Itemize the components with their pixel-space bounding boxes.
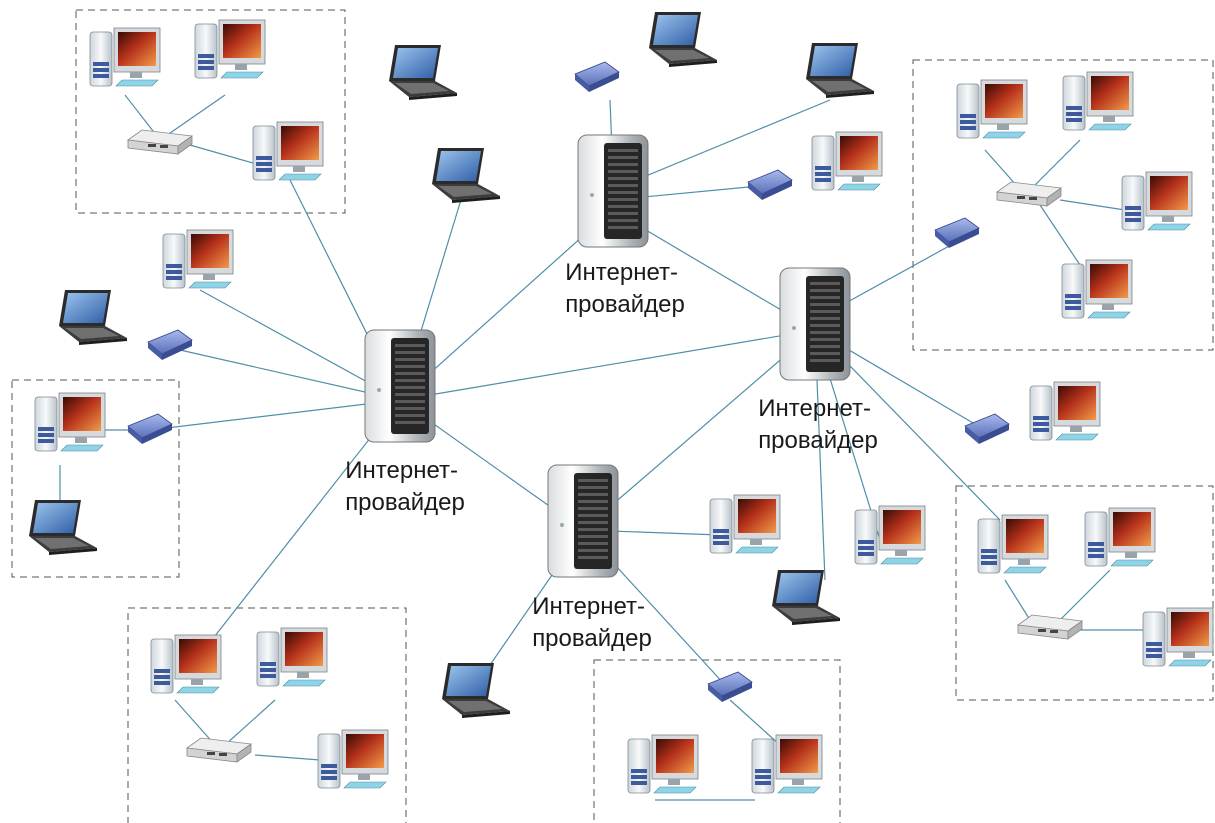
workstation-icon — [811, 131, 883, 191]
isp-label-bottom: Интернет- провайдер — [532, 593, 652, 652]
workstation-icon — [751, 734, 823, 794]
workstation-icon — [854, 505, 926, 565]
laptop-icon — [432, 148, 500, 203]
lan-box-top-left — [75, 9, 346, 214]
modem-icon — [707, 671, 753, 703]
isp-label-top-line1: Интернет- — [565, 259, 678, 286]
workstation-icon — [89, 27, 161, 87]
hub-icon — [996, 181, 1062, 207]
isp-label-top: Интернет- провайдер — [565, 259, 685, 318]
laptops — [29, 12, 874, 718]
lan-box-bottom-left — [127, 607, 407, 823]
workstation-icon — [1121, 171, 1193, 231]
workstation-icon — [256, 627, 328, 687]
isp-label-right-line1: Интернет- — [758, 395, 871, 422]
modem-icon — [747, 169, 793, 201]
isp-label-bottom-line2: провайдер — [532, 625, 652, 652]
laptop-icon — [649, 12, 717, 67]
workstation-icon — [252, 121, 324, 181]
modem-icon — [127, 413, 173, 445]
isp-server-top — [577, 134, 649, 248]
modem-icon — [964, 413, 1010, 445]
isp-server-right — [779, 267, 851, 381]
laptop-icon — [29, 500, 97, 555]
workstation-icon — [956, 79, 1028, 139]
laptop-icon — [389, 45, 457, 100]
workstation-icon — [34, 392, 106, 452]
lan-box-bottom-right — [955, 485, 1214, 701]
workstation-icon — [194, 19, 266, 79]
workstation-icon — [1029, 381, 1101, 441]
workstation-icon — [1062, 71, 1134, 131]
lan-box-left — [11, 379, 180, 578]
workstation-icon — [1084, 507, 1156, 567]
isp-server-center — [364, 329, 436, 443]
hub-icon — [127, 129, 193, 155]
hub-icon — [186, 737, 252, 763]
isp-label-right-line2: провайдер — [758, 427, 878, 454]
isp-label-bottom-line1: Интернет- — [532, 593, 645, 620]
laptop-icon — [772, 570, 840, 625]
workstation-icon — [317, 729, 389, 789]
isp-server-bottom — [547, 464, 619, 578]
workstation-icon — [150, 634, 222, 694]
isp-label-center-line2: провайдер — [345, 489, 465, 516]
isp-label-right: Интернет- провайдер — [758, 395, 878, 454]
lan-box-right — [912, 59, 1214, 351]
laptop-icon — [59, 290, 127, 345]
workstation-icon — [1061, 259, 1133, 319]
modem-icon — [147, 329, 193, 361]
isp-label-center: Интернет- провайдер — [345, 457, 465, 516]
lan-box-bottom-middle — [593, 659, 841, 823]
workstation-icon — [162, 229, 234, 289]
modem-icon — [934, 217, 980, 249]
workstation-icon — [709, 494, 781, 554]
workstation-icon — [977, 514, 1049, 574]
workstation-icon — [627, 734, 699, 794]
isp-label-center-line1: Интернет- — [345, 457, 458, 484]
workstation-icon — [1142, 607, 1214, 667]
laptop-icon — [442, 663, 510, 718]
isp-label-top-line2: провайдер — [565, 291, 685, 318]
modem-icon — [574, 61, 620, 93]
hub-icon — [1017, 614, 1083, 640]
laptop-icon — [806, 43, 874, 98]
